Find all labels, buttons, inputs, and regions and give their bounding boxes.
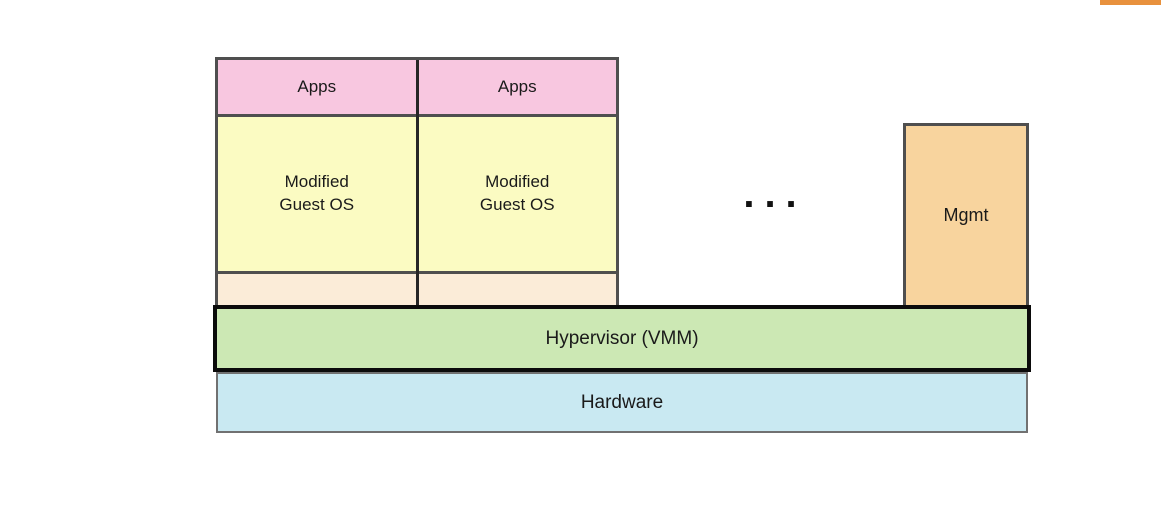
vm2-apps-label: Apps [497,76,537,96]
vm2-para-layer-strip [418,274,616,305]
more-vms-ellipsis: ... [743,172,807,216]
vm2-guest-os-box: Modified Guest OS [418,117,616,274]
vm2-guest-os-label: Modified Guest OS [479,172,555,214]
vm1-apps-box: Apps [218,60,416,117]
hypervisor-bar: Hypervisor (VMM) [213,305,1031,372]
vm2-apps-box: Apps [418,60,616,117]
hardware-label: Hardware [580,391,664,413]
hypervisor-label: Hypervisor (VMM) [545,327,699,349]
vm-1: Apps Modified Guest OS [218,60,416,305]
vm1-para-layer-strip [218,274,416,305]
vm1-apps-label: Apps [297,76,337,96]
vm1-guest-os-box: Modified Guest OS [218,117,416,274]
mgmt-label: Mgmt [943,205,989,225]
vm-2: Apps Modified Guest OS [415,60,616,305]
vm1-guest-os-label: Modified Guest OS [279,172,355,214]
top-right-accent-bar [1100,0,1161,5]
mgmt-box: Mgmt [903,123,1029,305]
hardware-bar: Hardware [216,372,1028,433]
vm-stack: Apps Modified Guest OS Apps Modified Gue… [215,57,619,305]
